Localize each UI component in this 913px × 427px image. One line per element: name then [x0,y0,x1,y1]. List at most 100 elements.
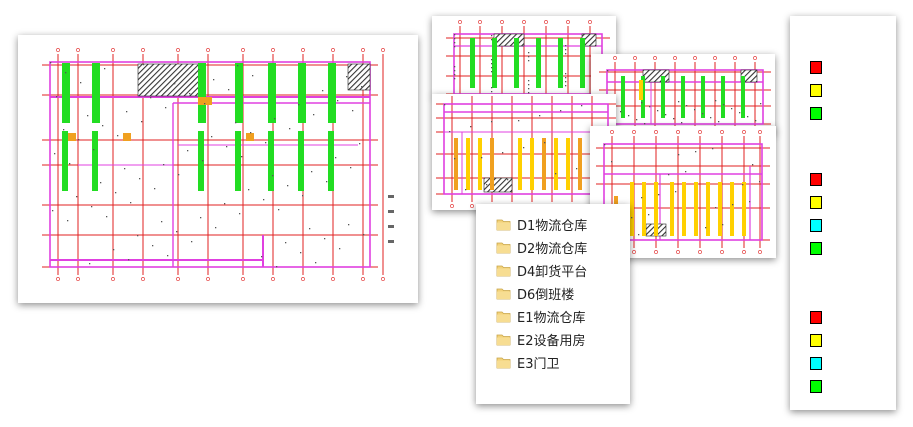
cad-drawing-thumb-2[interactable] [591,54,775,134]
grid-bubble [241,277,245,281]
column-block [490,138,494,190]
folder-item[interactable]: D2物流仓库 [496,236,630,259]
legend-row [810,56,830,79]
legend-title [810,288,830,300]
legend-row [810,191,830,214]
folder-item[interactable]: D1物流仓库 [496,213,630,236]
column-block [621,76,625,118]
detail-dot [620,111,622,113]
detail-dot [87,115,89,117]
grid-bubble [544,20,548,24]
detail-dot [657,110,659,112]
legend-group [810,288,830,398]
detail-dot [565,85,567,87]
grid-bubble [76,277,80,281]
column-block [198,131,204,191]
column-block [246,133,254,141]
annotation-mark [388,210,394,213]
grid-bubble [56,277,60,281]
detail-dot [491,71,493,73]
grid-bubble [733,56,737,60]
detail-dot [130,202,132,204]
detail-dot [215,227,217,229]
legend-swatch [810,107,822,120]
annotation-mark [388,240,394,243]
detail-dot [678,154,680,156]
grid-bubble [698,250,702,254]
detail-dot [187,150,189,152]
detail-dot [528,60,530,62]
cad-drawing-thumb-1[interactable] [432,16,616,96]
column-block [701,76,705,118]
detail-dot [565,49,567,51]
detail-dot [124,168,126,170]
detail-dot [528,52,530,54]
column-block [268,63,276,123]
detail-dot [115,192,117,194]
legend-swatch [810,84,822,97]
detail-dot [211,136,213,138]
column-block [742,182,746,236]
detail-dot [346,76,348,78]
detail-dot [65,72,67,74]
wall-outline [49,61,371,268]
column-block [298,63,306,123]
grid-bubble [271,48,275,52]
detail-dot [352,110,354,112]
detail-dot [285,242,287,244]
detail-dot [241,156,243,158]
detail-dot [528,56,530,58]
cad-drawing-large[interactable] [18,35,418,303]
detail-dot [100,182,102,184]
detail-dot [117,135,119,137]
detail-dot [198,69,200,71]
folder-name: E3门卫 [517,357,560,372]
folder-name: E2设备用房 [517,334,586,349]
detail-dot [636,119,638,121]
detail-dot [449,131,451,133]
detail-dot [289,128,291,130]
detail-dot [263,199,265,201]
detail-dot [163,164,165,166]
column-block [92,63,100,123]
grid-bubble [478,20,482,24]
detail-dot [641,102,643,104]
grid-bubble [381,48,385,52]
grid-bubble [331,277,335,281]
detail-dot [137,235,139,237]
detail-dot [454,42,456,44]
detail-dot [91,206,93,208]
folder-name: E1物流仓库 [517,311,586,326]
detail-dot [742,184,744,186]
detail-dot [454,34,456,36]
detail-dot [174,83,176,85]
detail-dot [702,113,704,115]
folder-item[interactable]: D6倒班楼 [496,282,630,305]
grid-bubble [633,56,637,60]
folder-item[interactable]: E3门卫 [496,351,630,374]
detail-dot [339,248,341,250]
grid-bubble [632,250,636,254]
legend-title [810,38,830,50]
detail-dot [237,65,239,67]
column-block [123,133,131,141]
column-block [536,38,541,88]
folder-item[interactable]: D4卸货平台 [496,259,630,282]
grid-bubble [632,130,636,134]
grid-bubble [206,48,210,52]
folder-icon [496,264,511,277]
column-block [580,38,585,88]
detail-dot [648,214,650,216]
cad-drawing-thumb-3[interactable] [432,94,616,210]
column-block [198,63,206,123]
detail-dot [150,97,152,99]
detail-dot [644,123,646,125]
folder-item[interactable]: E2设备用房 [496,328,630,351]
detail-dot [89,263,91,265]
column-block [62,63,70,123]
column-block [642,182,646,236]
detail-dot [363,234,365,236]
folder-item[interactable]: E1物流仓库 [496,305,630,328]
grid-bubble [613,56,617,60]
detail-dot [454,38,456,40]
